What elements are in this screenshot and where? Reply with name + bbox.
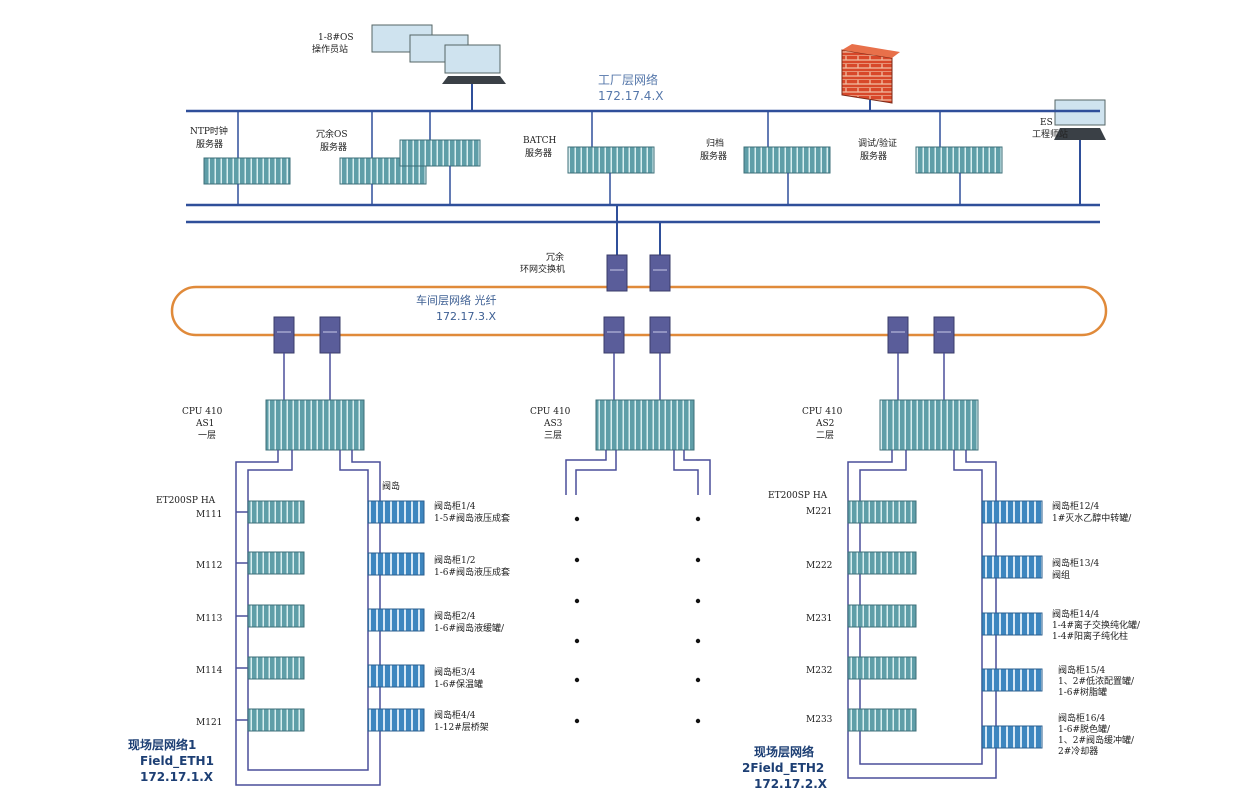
right-et-label: ET200SP HA xyxy=(768,491,828,501)
right-valve-4-4: 2#冷却器 xyxy=(1058,745,1098,757)
workshop-network-name: 车间层网络 光纤 xyxy=(416,293,497,307)
continuation-dots xyxy=(574,516,701,724)
left-valve-0-2: 1-5#阀岛液压成套 xyxy=(434,512,510,524)
server-label-debug-1: 调试/验证 xyxy=(858,137,897,149)
et200-module-icon-right xyxy=(847,500,917,732)
server-label-ntp-1: NTP时钟 xyxy=(190,125,228,137)
server-label-ntp-2: 服务器 xyxy=(196,138,223,150)
left-valve-4-2: 1-12#层桥架 xyxy=(434,721,489,733)
firewall-icon xyxy=(841,44,900,110)
left-valve-1-2: 1-6#阀岛液压成套 xyxy=(434,566,510,578)
redundant-switch-label-2: 环网交换机 xyxy=(520,263,565,275)
middle-field-wiring xyxy=(565,450,711,495)
switch-cpu-links xyxy=(283,353,945,400)
right-valve-2-2: 1-4#离子交换纯化罐/ xyxy=(1052,619,1141,631)
right-cabinet-1: M222 xyxy=(806,561,832,571)
right-valve-4-1: 阀岛柜16/4 xyxy=(1058,712,1105,724)
left-valve-3-1: 阀岛柜3/4 xyxy=(434,666,476,678)
switch-uplinks xyxy=(616,205,661,255)
server-drops xyxy=(237,111,941,158)
server-label-os-1: 冗余OS xyxy=(316,128,348,140)
server-label-archive-2: 服务器 xyxy=(700,150,727,162)
left-cabinet-0: M111 xyxy=(196,510,222,520)
ring-switch-icon xyxy=(273,254,955,354)
right-valve-2-3: 1-4#阳离子纯化柱 xyxy=(1052,630,1128,642)
cpu2-label-1: CPU 410 xyxy=(802,407,843,417)
left-valve-4-1: 阀岛柜4/4 xyxy=(434,709,476,721)
field-right-line1: 现场层网络 xyxy=(754,744,814,759)
plant-network-subnet: 172.17.4.X xyxy=(598,89,663,103)
cpu2-label-2: AS2 xyxy=(815,419,834,429)
right-valve-4-3: 1、2#阀岛缓冲罐/ xyxy=(1058,734,1135,746)
valve-island-icon xyxy=(367,500,425,732)
right-cabinet-3: M232 xyxy=(806,666,832,676)
workshop-network-subnet: 172.17.3.X xyxy=(436,310,496,323)
switch-port-marks xyxy=(277,269,951,333)
cpu-rack-icon xyxy=(265,399,979,451)
cpu3-label-2: AS3 xyxy=(543,419,563,429)
es-label-1: ES xyxy=(1040,118,1053,128)
left-valve-1-1: 阀岛柜1/2 xyxy=(434,554,476,566)
server-label-debug-2: 服务器 xyxy=(860,150,887,162)
server-label-os-2: 服务器 xyxy=(320,141,347,153)
field-right-line2: 2Field_ETH2 xyxy=(742,761,824,776)
redundant-switch-label-1: 冗余 xyxy=(546,251,564,263)
field-left-line2: Field_ETH1 xyxy=(140,754,214,769)
cpu2-label-3: 二层 xyxy=(816,430,834,441)
field-left-line3: 172.17.1.X xyxy=(140,770,214,784)
right-valve-0-1: 阀岛柜12/4 xyxy=(1052,500,1099,512)
operator-station-icon xyxy=(371,24,506,110)
workshop-ring xyxy=(170,285,1108,337)
left-cabinet-2: M113 xyxy=(196,614,223,624)
cpu1-label-2: AS1 xyxy=(195,419,214,429)
server-label-batch-1: BATCH xyxy=(523,136,557,146)
server-lower-drops xyxy=(237,166,961,205)
left-cabinet-1: M112 xyxy=(196,561,222,571)
server-label-batch-2: 服务器 xyxy=(525,147,552,159)
left-valve-2-2: 1-6#阀岛液缓罐/ xyxy=(434,622,505,634)
right-cabinet-2: M231 xyxy=(806,614,832,624)
left-valve-3-2: 1-6#保温罐 xyxy=(434,678,483,690)
right-valve-1-1: 阀岛柜13/4 xyxy=(1052,557,1099,569)
right-valve-2-1: 阀岛柜14/4 xyxy=(1052,608,1099,620)
right-valve-3-3: 1-6#树脂罐 xyxy=(1058,686,1107,698)
cpu1-label-3: 一层 xyxy=(198,430,216,441)
left-valve-0-1: 阀岛柜1/4 xyxy=(434,500,476,512)
left-valve-2-1: 阀岛柜2/4 xyxy=(434,610,476,622)
right-valve-4-2: 1-6#脱色罐/ xyxy=(1058,723,1111,735)
os-label-1: 1-8#OS xyxy=(318,33,354,43)
right-cabinet-4: M233 xyxy=(806,715,833,725)
cpu1-label-1: CPU 410 xyxy=(182,407,223,417)
left-et-label: ET200SP HA xyxy=(156,496,216,506)
os-label-2: 操作员站 xyxy=(312,43,348,55)
right-valve-1-2: 阀组 xyxy=(1052,569,1070,581)
plant-network-name: 工厂层网络 xyxy=(598,72,658,87)
valve-island-icon-right xyxy=(981,500,1043,749)
right-valve-3-1: 阀岛柜15/4 xyxy=(1058,664,1105,676)
field-left-line1: 现场层网络1 xyxy=(128,737,196,752)
server-label-archive-1: 归档 xyxy=(706,137,724,149)
es-label-2: 工程师站 xyxy=(1032,128,1068,140)
et200-module-icon xyxy=(247,500,305,732)
cpu3-label-3: 三层 xyxy=(544,430,562,441)
right-valve-0-2: 1#灭水乙醇中转罐/ xyxy=(1052,512,1132,524)
left-cabinet-3: M114 xyxy=(196,666,223,676)
es-workstation-icon xyxy=(1054,99,1106,205)
field-right-line3: 172.17.2.X xyxy=(754,777,828,791)
left-valve-header: 阀岛 xyxy=(382,480,400,492)
right-valve-3-2: 1、2#低浓配置罐/ xyxy=(1058,675,1135,687)
left-cabinet-4: M121 xyxy=(196,718,222,728)
right-cabinet-0: M221 xyxy=(806,507,832,517)
cpu3-label-1: CPU 410 xyxy=(530,407,571,417)
server-rack-icon xyxy=(203,139,1003,185)
